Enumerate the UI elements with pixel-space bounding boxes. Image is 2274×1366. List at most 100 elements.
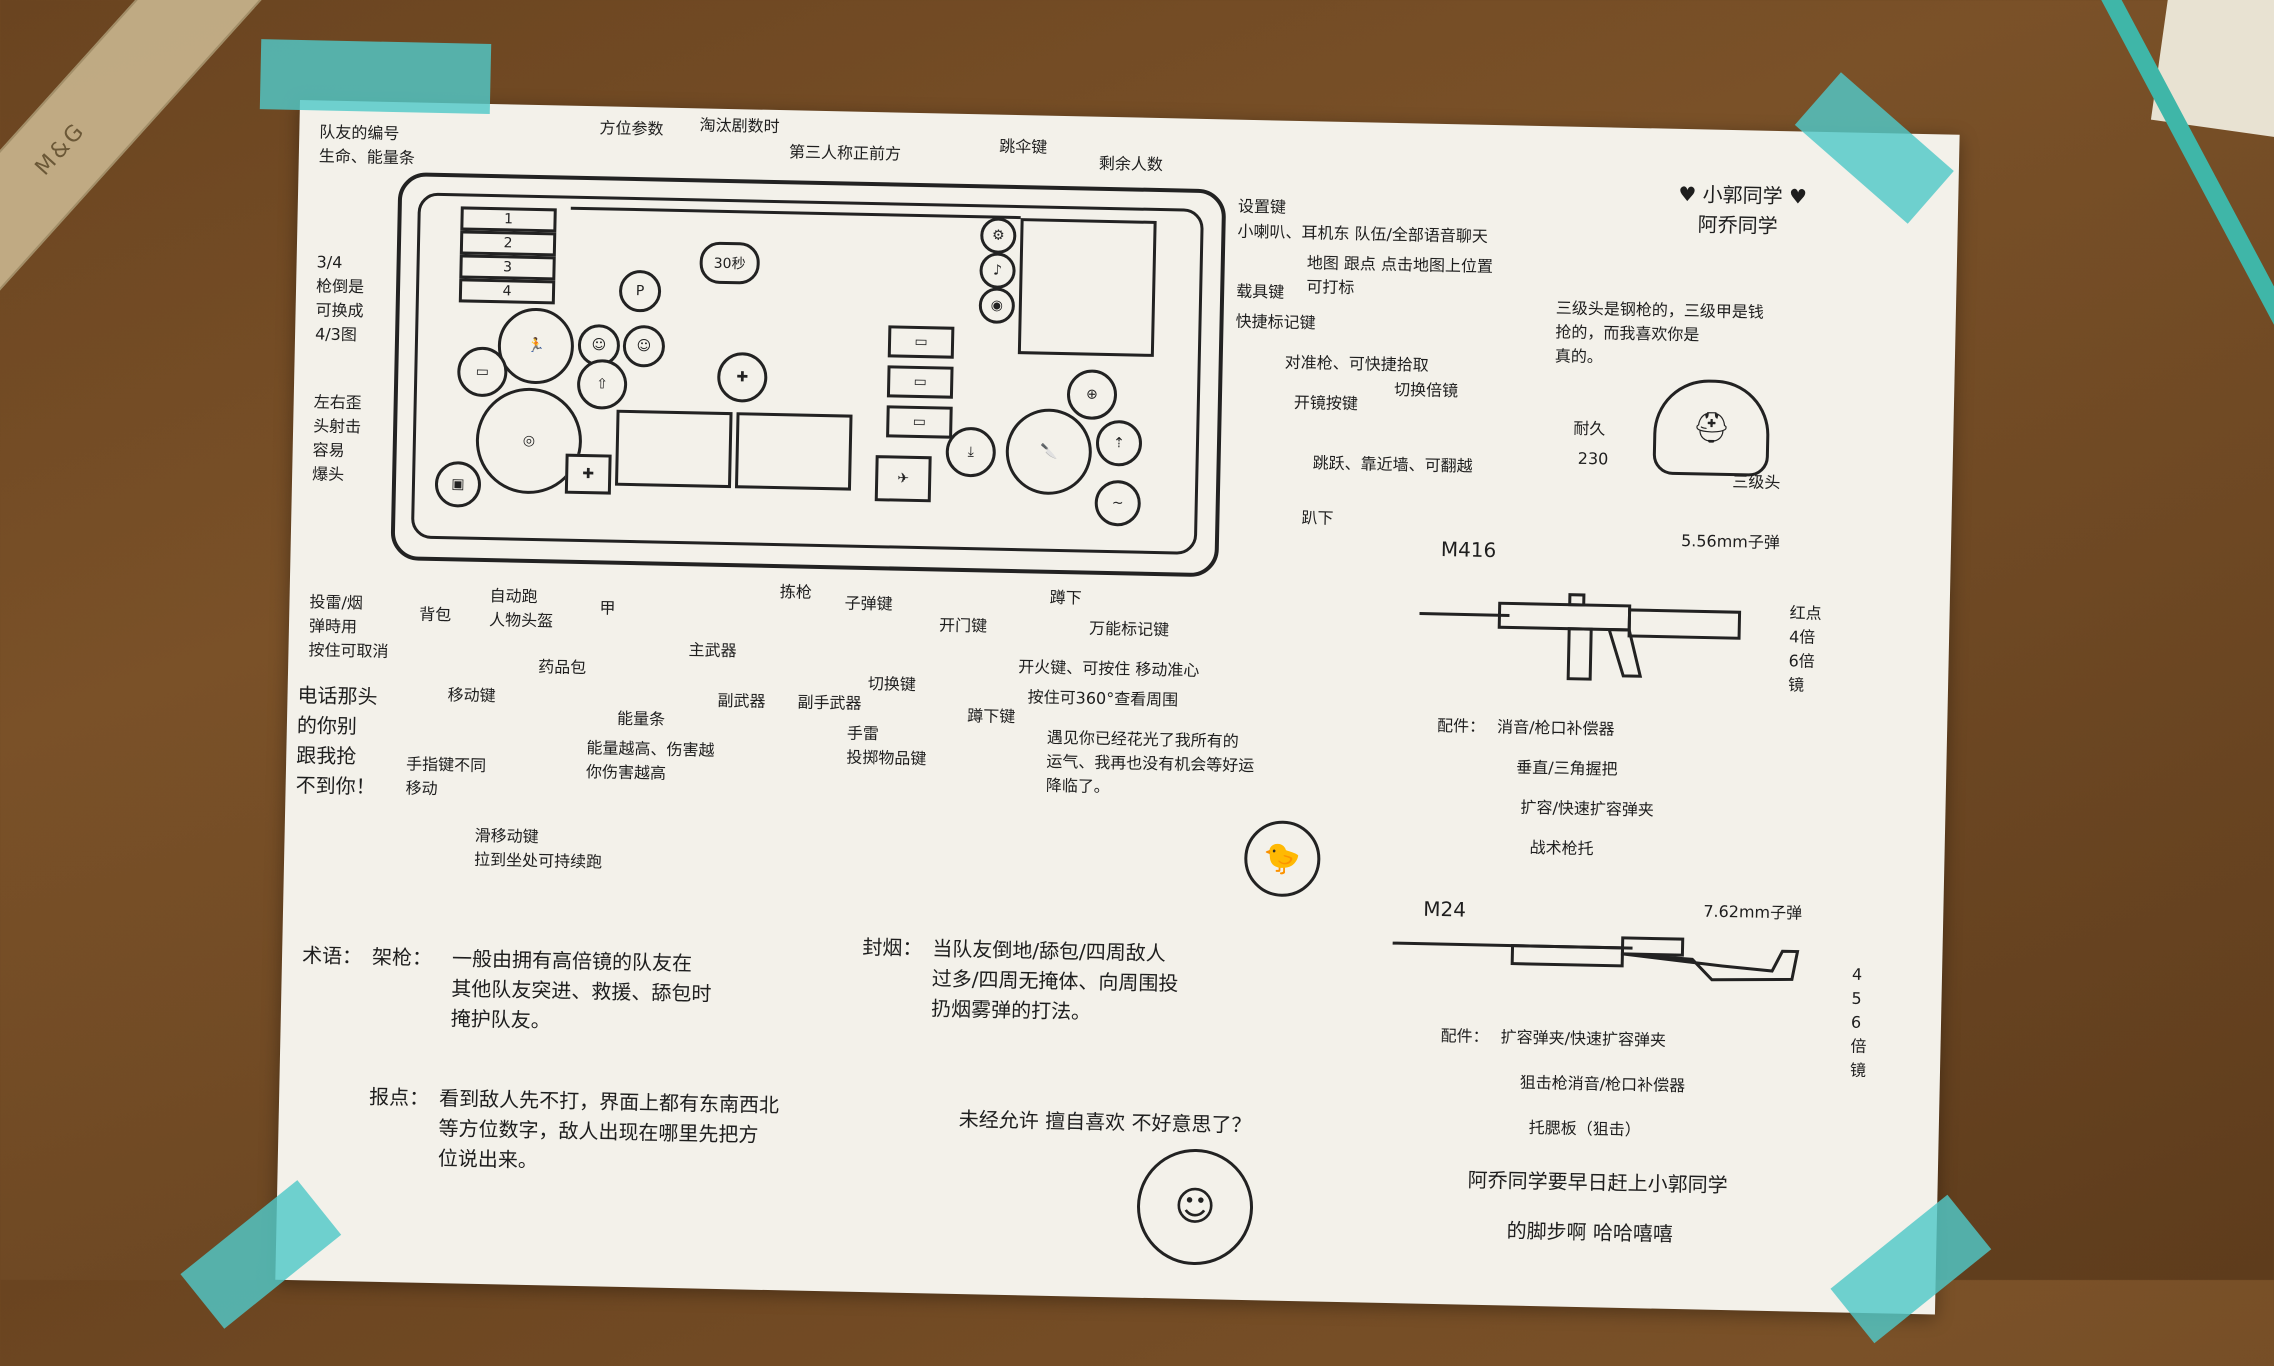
teammate-icon-2: ☺ [622, 324, 666, 368]
weapon-2-attachments-label: 配件： [1440, 1026, 1489, 1047]
label-jump-key: 跳伞键 [998, 136, 1048, 157]
door-slot: ▭ [886, 365, 954, 399]
girl-drawing: ☺ [1135, 1147, 1255, 1267]
helmet-desc: 三级头是钢枪的，三级甲是钱 抢的，而我喜欢你是 真的。 [1554, 298, 1765, 367]
label-slide-key: 滑移动键 拉到坐处可持续跑 [473, 825, 603, 872]
label-mic-note: 电话那头 的你别 跟我抢 不到你！ [295, 683, 378, 799]
weapon-1-scope: 红点 4倍 6倍 镜 [1787, 603, 1822, 695]
weapon-slot-2 [734, 412, 853, 491]
label-pickup-gun: 拣枪 [779, 582, 813, 602]
label-auto-run: 自动跑 人物头盔 [488, 586, 554, 631]
label-throw-bomb: 投雷/烟 弹時用 按住可取消 [308, 592, 389, 661]
weapon-2-attachment-3: 托腮板（狙击） [1528, 1117, 1641, 1140]
label-hold-360: 按住可360°查看周围 [1027, 687, 1179, 710]
author-line-1: ♥ 小郭同学 ♥ [1678, 181, 1808, 209]
minimap [1017, 218, 1157, 357]
weapon-2-ammo: 7.62mm子弹 [1703, 901, 1803, 923]
label-duck-note: 遇见你已经花光了我所有的 运气、我再也没有机会等好运 降临了。 [1045, 727, 1255, 797]
label-scope-key: 开镜按键 [1293, 392, 1359, 414]
term3-desc: 当队友倒地/舔包/四周敌人 过多/四周无掩体、向周围投 扔烟雾弹的打法。 [930, 936, 1179, 1024]
author-line-2: 阿乔同学 [1697, 212, 1778, 238]
label-energy: 能量条 [616, 708, 666, 729]
label-orientation: 方位参数 [599, 118, 664, 139]
label-crouch: 蹲下 [1049, 587, 1082, 608]
tape-top-left [259, 39, 492, 114]
tape-top-right [1794, 72, 1954, 224]
label-fire-key: 开火键、可按住 移动准心 [1018, 657, 1200, 680]
vehicle-slot: ▭ [886, 405, 953, 439]
label-prone: 趴下 [1301, 508, 1334, 528]
term1-desc: 一般由拥有高倍镜的队友在 其他队友突进、救援、舔包时 掩护队友。 [450, 946, 712, 1033]
label-map: 地图 跟点 点击地图上位置 可打标 [1306, 253, 1494, 298]
label-left-2: 左右歪 头射击 容易 爆头 [311, 392, 362, 485]
bullet-icon: ▭ [456, 346, 508, 398]
weapon-1-attachments-label: 配件： [1436, 715, 1486, 736]
helmet-durability-label: 耐久 [1573, 418, 1606, 439]
term3-name: 封烟： [862, 934, 923, 961]
backpack-icon: ▣ [434, 460, 482, 508]
label-pickup: 对准枪、可快捷拾取 [1284, 352, 1429, 375]
weapon-2-attachment-1: 扩容弹夹/快速扩容弹夹 [1500, 1027, 1667, 1050]
label-fire-mode: 子弹键 [844, 593, 893, 614]
label-chat: 小喇叭、耳机东 队伍/全部语音聊天 [1237, 221, 1489, 246]
label-door-key: 开门键 [938, 615, 988, 636]
label-crouch-key: 蹲下键 [967, 706, 1016, 727]
mic-icon: ◉ [978, 287, 1016, 325]
compass-bar [570, 206, 1021, 220]
label-backpack: 背包 [419, 604, 452, 625]
cute-note: 未经允许 擅自喜欢 不好意思了？ [958, 1107, 1252, 1138]
label-universal-mark: 万能标记键 [1088, 618, 1170, 640]
weapon-1-attachment-3: 扩容/快速扩容弹夹 [1520, 797, 1655, 820]
jump-button: ⇡ [1095, 419, 1143, 467]
term2-desc: 看到敌人先不打，界面上都有东南西北 等方位数字，敌人出现在哪里先把方 位说出来。 [437, 1086, 780, 1173]
hand-drawn-sheet: ♥ 小郭同学 ♥ 阿乔同学 1 2 3 4 🏃 ☺ ☺ P ▭ ◎ ⇧ ▣ ✚ … [180, 39, 1992, 1344]
timer-icon: 30秒 [699, 241, 761, 285]
scope-button: ⊕ [1066, 369, 1118, 421]
tape-bottom-left [180, 1180, 342, 1329]
team-slot-2: 2 [459, 230, 557, 257]
term1-name: 架枪： [371, 944, 433, 970]
medkit-icon: ✚ [564, 453, 612, 495]
label-survivors: 剩余人数 [1098, 153, 1164, 175]
label-armor: 甲 [599, 598, 616, 618]
m416-drawing [1419, 593, 1742, 681]
label-medkit: 药品包 [537, 657, 587, 678]
crouch-button: ⤓ [945, 426, 997, 478]
ruler-brand: M&G [30, 117, 91, 181]
label-main-weapon: 主武器 [688, 640, 737, 661]
label-settings: 设置键 [1237, 196, 1287, 217]
fire-button: 🔪 [1004, 407, 1093, 496]
weapon-1-ammo: 5.56mm子弹 [1680, 531, 1781, 553]
auto-run-icon: ⇧ [576, 358, 628, 410]
pickup-icon: P [618, 269, 662, 313]
weapon-2-scope: 4 5 6 倍 镜 [1849, 964, 1867, 1081]
tape-bottom-right [1830, 1194, 1992, 1344]
label-kill-count: 淘汰剧数时 [699, 115, 780, 137]
weapon-2-name: M24 [1423, 896, 1467, 922]
throwable-slot: ✈ [874, 455, 932, 503]
team-slot-4: 4 [458, 278, 556, 305]
helmet-durability-value: 230 [1577, 448, 1609, 469]
label-grenade: 手雷 投掷物品键 [846, 723, 927, 769]
run-icon: 🏃 [497, 307, 575, 385]
label-switch-scope: 切换倍镜 [1393, 379, 1459, 401]
label-team-info: 队友的编号 生命、能量条 [318, 122, 416, 168]
terms-heading: 术语： [301, 943, 363, 969]
helmet-drawing: ⛑ [1652, 378, 1771, 477]
label-jump: 跳跃、靠近墙、可翻越 [1312, 453, 1473, 476]
label-quick-mark: 快捷标记键 [1235, 311, 1316, 333]
label-vehicle: 载具键 [1236, 281, 1285, 302]
weapon-2-attachment-2: 狙击枪消音/枪口补偿器 [1519, 1072, 1686, 1096]
voice-icon: ♪ [979, 252, 1016, 290]
phone-screen: 1 2 3 4 🏃 ☺ ☺ P ▭ ◎ ⇧ ▣ ✚ ✚ 30秒 ▭ ▭ ▭ ✈ … [410, 192, 1204, 555]
weapon-1-name: M416 [1440, 536, 1497, 563]
prone-button: ~ [1094, 479, 1142, 527]
label-switch-key: 切换键 [867, 674, 917, 695]
weapon-1-attachment-4: 战术枪托 [1529, 837, 1594, 859]
closing-line-1: 阿乔同学要早日赶上小郭同学 [1467, 1167, 1728, 1198]
reload-icon: ✚ [716, 351, 768, 403]
helmet-name: 三级头 [1732, 472, 1781, 493]
label-free-look: 手指键不同 移动 [405, 754, 487, 799]
label-third-person: 第三人称正前方 [788, 142, 902, 164]
label-sub-weapon: 副手武器 [797, 692, 862, 713]
